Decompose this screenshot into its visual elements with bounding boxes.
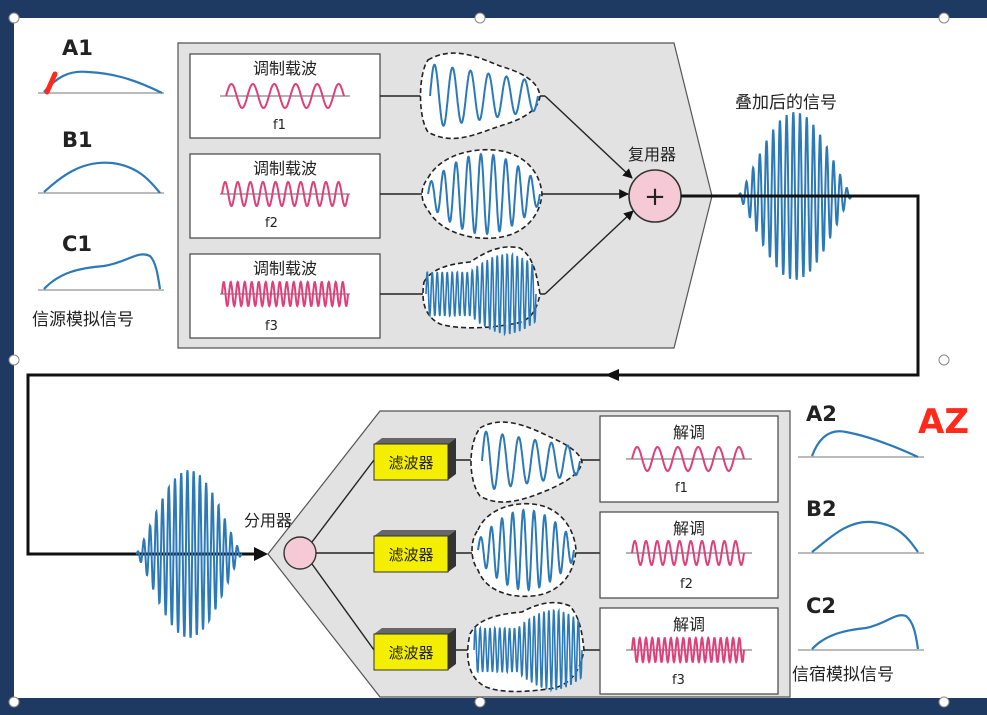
output-signal-b2 — [798, 520, 924, 554]
annotation-mark — [44, 71, 58, 95]
filter-box-3: 滤波器 — [373, 628, 456, 671]
carrier-wave-f2 — [221, 180, 349, 208]
output-caption: 信宿模拟信号 — [792, 665, 894, 685]
arrow-to-mux-3 — [544, 210, 634, 295]
demod-box-f3: 解调 f3 — [599, 607, 779, 695]
transmission-arrow-head — [605, 369, 619, 381]
modulator-title-f1: 调制载波 — [253, 59, 317, 78]
modulator-freq-f3: f3 — [265, 319, 278, 334]
filtered-wave-2 — [477, 508, 575, 592]
demod-wave-f2 — [631, 539, 745, 567]
demod-freq-f1: f1 — [675, 481, 688, 496]
demod-title-f3: 解调 — [673, 615, 705, 634]
demod-box-f2: 解调 f2 — [599, 511, 779, 599]
source-signal-b1 — [38, 161, 164, 194]
modulator-title-f2: 调制载波 — [253, 159, 317, 178]
demux-node — [283, 536, 317, 570]
modulated-wave-2 — [427, 152, 541, 236]
output-label-a2: A2 — [806, 402, 837, 426]
demod-freq-f3: f3 — [672, 673, 685, 688]
output-label-b2: B2 — [806, 497, 837, 521]
modulator-box-f3: 调制载波 f3 — [189, 253, 381, 339]
output-label-c2: C2 — [806, 594, 836, 618]
carrier-wave-f1 — [225, 83, 345, 109]
modulator-freq-f2: f2 — [265, 216, 278, 231]
arrow-to-mux-1 — [544, 95, 633, 179]
filtered-wave-1 — [481, 430, 581, 490]
source-label-b1: B1 — [62, 128, 93, 152]
modulated-wave-1 — [429, 63, 539, 127]
demod-title-f1: 解调 — [673, 423, 705, 442]
demux-branch-1 — [311, 459, 375, 543]
combined-label: 叠加后的信号 — [735, 93, 837, 113]
selection-handles[interactable] — [8, 12, 950, 708]
demod-wave-f1 — [631, 446, 745, 472]
output-signal-c2 — [798, 614, 924, 651]
demod-title-f2: 解调 — [673, 519, 705, 538]
handwritten-annotation: AZ — [918, 402, 969, 442]
slide-right-margin — [944, 18, 987, 698]
mux-plus-symbol: + — [644, 182, 666, 212]
transmission-line — [26, 194, 920, 556]
demux-label: 分用器 — [244, 511, 292, 530]
demux-branch-3 — [311, 563, 375, 651]
filtered-envelope-1 — [470, 421, 583, 503]
source-label-c1: C1 — [62, 232, 92, 256]
filter-label-1: 滤波器 — [388, 454, 433, 472]
output-signal-a2 — [798, 430, 924, 459]
modulator-box-f2: 调制载波 f2 — [189, 153, 381, 239]
filtered-wave-3 — [473, 607, 583, 693]
filter-label-3: 滤波器 — [388, 644, 433, 662]
demod-box-f1: 解调 f1 — [599, 415, 779, 503]
source-signal-c1 — [38, 253, 164, 291]
carrier-wave-f3 — [221, 280, 349, 308]
source-caption: 信源模拟信号 — [32, 310, 134, 330]
modulator-freq-f1: f1 — [273, 118, 286, 133]
demod-wave-f3 — [631, 635, 745, 665]
combined-wave-bottom — [135, 470, 243, 638]
filter-box-2: 滤波器 — [373, 530, 456, 573]
demux-input-arrow — [254, 547, 268, 561]
modulator-title-f3: 调制载波 — [253, 259, 317, 278]
mux-label: 复用器 — [628, 145, 676, 164]
demod-freq-f2: f2 — [680, 577, 693, 592]
filter-label-2: 滤波器 — [388, 546, 433, 564]
source-signal-a1 — [38, 70, 164, 95]
source-label-a1: A1 — [62, 36, 93, 60]
modulated-wave-3 — [425, 251, 537, 337]
filter-box-1: 滤波器 — [373, 438, 456, 481]
modulator-box-f1: 调制载波 f1 — [189, 53, 381, 139]
